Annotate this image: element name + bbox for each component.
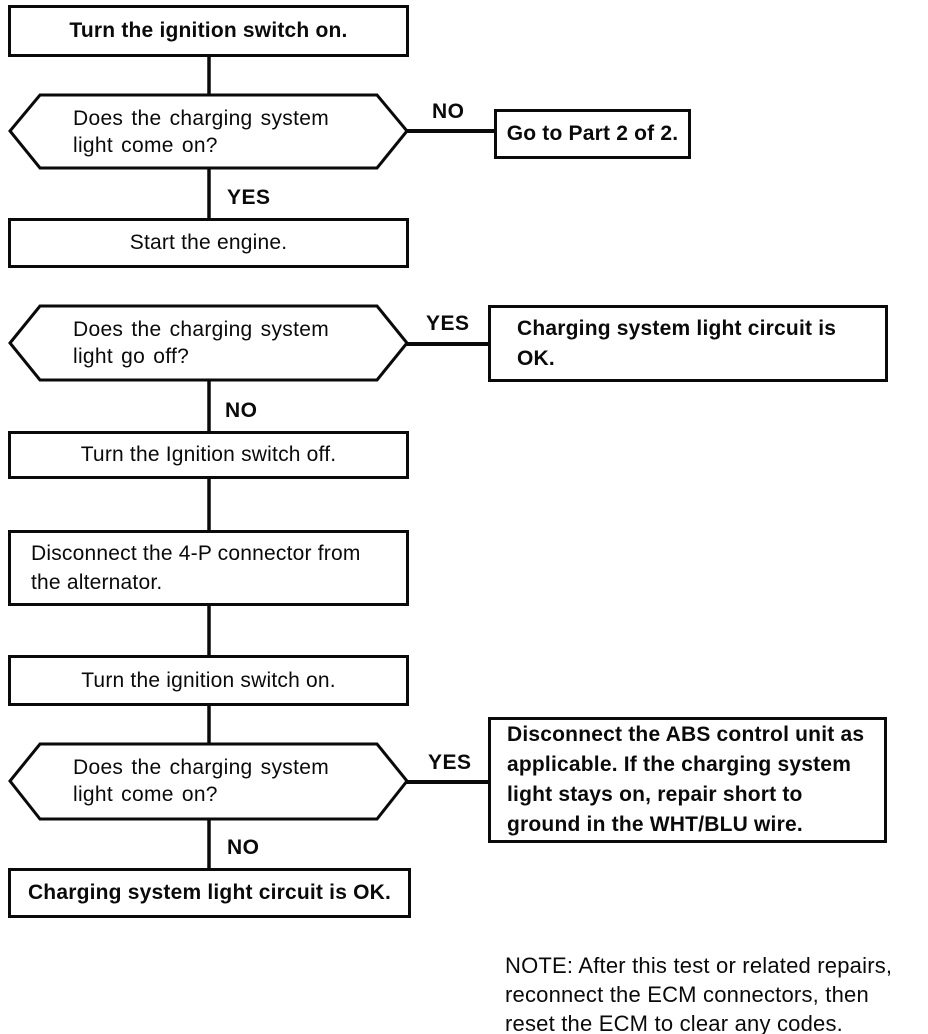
- decision-text-light-come-on-1: Does the charging system light come on?: [73, 107, 329, 157]
- step-turn-ignition-on-1: Turn the ignition switch on.: [8, 5, 409, 57]
- ecm-reset-note: NOTE: After this test or related repairs…: [505, 953, 893, 1034]
- branch-label-yes-1: YES: [227, 186, 271, 209]
- branch-label-no-1: NO: [432, 100, 465, 123]
- branch-label-no-2: NO: [225, 399, 258, 422]
- step-start-engine: Start the engine.: [8, 218, 409, 268]
- decision-hexagon-light-come-on-2: [8, 742, 409, 821]
- step-disconnect-4p-connector: Disconnect the 4-P connector from the al…: [8, 530, 409, 606]
- decision-hexagon-light-go-off: [8, 304, 409, 382]
- decision-text-light-go-off: Does the charging system light go off?: [73, 318, 329, 368]
- decision-hexagon-light-come-on-1: [8, 93, 409, 170]
- branch-label-yes-3: YES: [428, 751, 472, 774]
- result-abs-instruction: Disconnect the ABS control unit as appli…: [488, 717, 887, 843]
- result-go-to-part-2: Go to Part 2 of 2.: [494, 109, 691, 159]
- branch-label-yes-2: YES: [426, 312, 470, 335]
- decision-text-light-come-on-2: Does the charging system light come on?: [73, 756, 329, 806]
- result-charging-ok-right: Charging system light circuit is OK.: [488, 305, 888, 382]
- result-charging-ok-bottom: Charging system light circuit is OK.: [8, 868, 411, 918]
- step-turn-ignition-off: Turn the Ignition switch off.: [8, 431, 409, 479]
- step-turn-ignition-on-2: Turn the ignition switch on.: [8, 655, 409, 706]
- branch-label-no-3: NO: [227, 836, 260, 859]
